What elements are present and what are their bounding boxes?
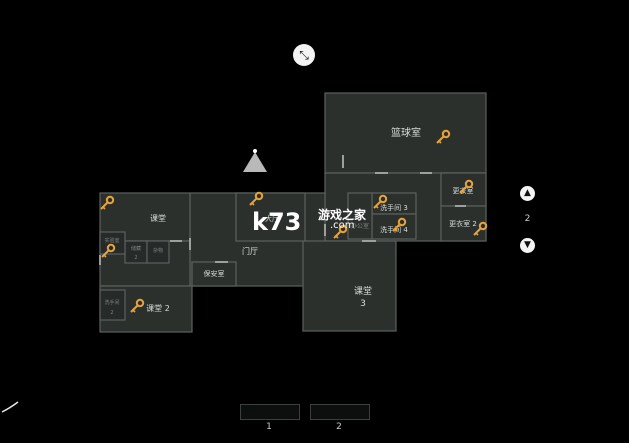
label-storage-a: 储藏 — [131, 245, 141, 252]
label-dim-left-a: 实验室 — [104, 237, 119, 244]
building — [99, 92, 487, 333]
slot-2-label: 2 — [336, 422, 342, 432]
label-hall: 门厅 — [242, 246, 258, 256]
light-icon — [243, 149, 267, 172]
key-icon[interactable] — [130, 298, 145, 313]
key-icon[interactable] — [373, 194, 388, 209]
slot-1-label: 1 — [266, 422, 272, 432]
room-office[interactable] — [347, 192, 373, 240]
inventory-slot-1[interactable] — [240, 404, 300, 420]
label-hall-room: 大厅 — [265, 214, 279, 223]
current-floor: 2 — [524, 214, 531, 224]
chevron-down-icon[interactable]: ▼ — [520, 238, 535, 253]
room-security[interactable] — [191, 261, 237, 287]
watermark-logo-text: k73 — [252, 208, 301, 236]
label-washroom-3: 洗手间 3 — [380, 203, 408, 212]
room-hall-west[interactable] — [235, 192, 306, 242]
watermark-sub: .com — [330, 220, 355, 231]
inventory-slot-2[interactable] — [310, 404, 370, 420]
label-classroom-1: 课堂 — [150, 213, 166, 223]
room-classroom-3[interactable] — [302, 240, 397, 332]
key-icon[interactable] — [101, 243, 116, 258]
label-storage-a-num: 2 — [134, 255, 137, 261]
room-basketball[interactable] — [324, 92, 487, 174]
label-classroom-3-line1: 课堂 — [354, 285, 372, 297]
label-locker-2: 更衣室 2 — [449, 219, 477, 228]
chevron-up-icon[interactable]: ▲ — [520, 186, 535, 201]
watermark-logo: k73 — [252, 208, 301, 236]
label-office: 办公室 — [351, 222, 369, 230]
key-icon[interactable] — [459, 179, 474, 194]
label-dim-left-c: 2 — [110, 310, 113, 316]
key-icon[interactable] — [436, 129, 451, 144]
room-washroom-4[interactable] — [371, 213, 417, 240]
decorative-stroke — [1, 401, 19, 413]
room-storage-b[interactable] — [146, 240, 170, 264]
key-icon[interactable] — [473, 221, 488, 236]
room-dim-left-bottom[interactable] — [99, 289, 126, 321]
key-icon[interactable] — [249, 191, 264, 206]
key-icon[interactable] — [100, 195, 115, 210]
label-basketball: 篮球室 — [391, 126, 421, 139]
room-dim-left-top[interactable] — [99, 231, 126, 255]
key-icon[interactable] — [333, 224, 348, 239]
key-icon[interactable] — [392, 217, 407, 232]
label-storage-b: 杂物 — [153, 247, 163, 254]
collapse-arrows-icon[interactable]: ⤡ — [293, 44, 315, 66]
label-classroom-2: 课堂 2 — [146, 303, 170, 313]
label-classroom-3-line2: 3 — [360, 299, 366, 309]
watermark-text: 游戏之家 — [318, 208, 367, 222]
label-security: 保安室 — [204, 269, 225, 278]
label-dim-left-b: 洗手间 — [104, 299, 119, 306]
